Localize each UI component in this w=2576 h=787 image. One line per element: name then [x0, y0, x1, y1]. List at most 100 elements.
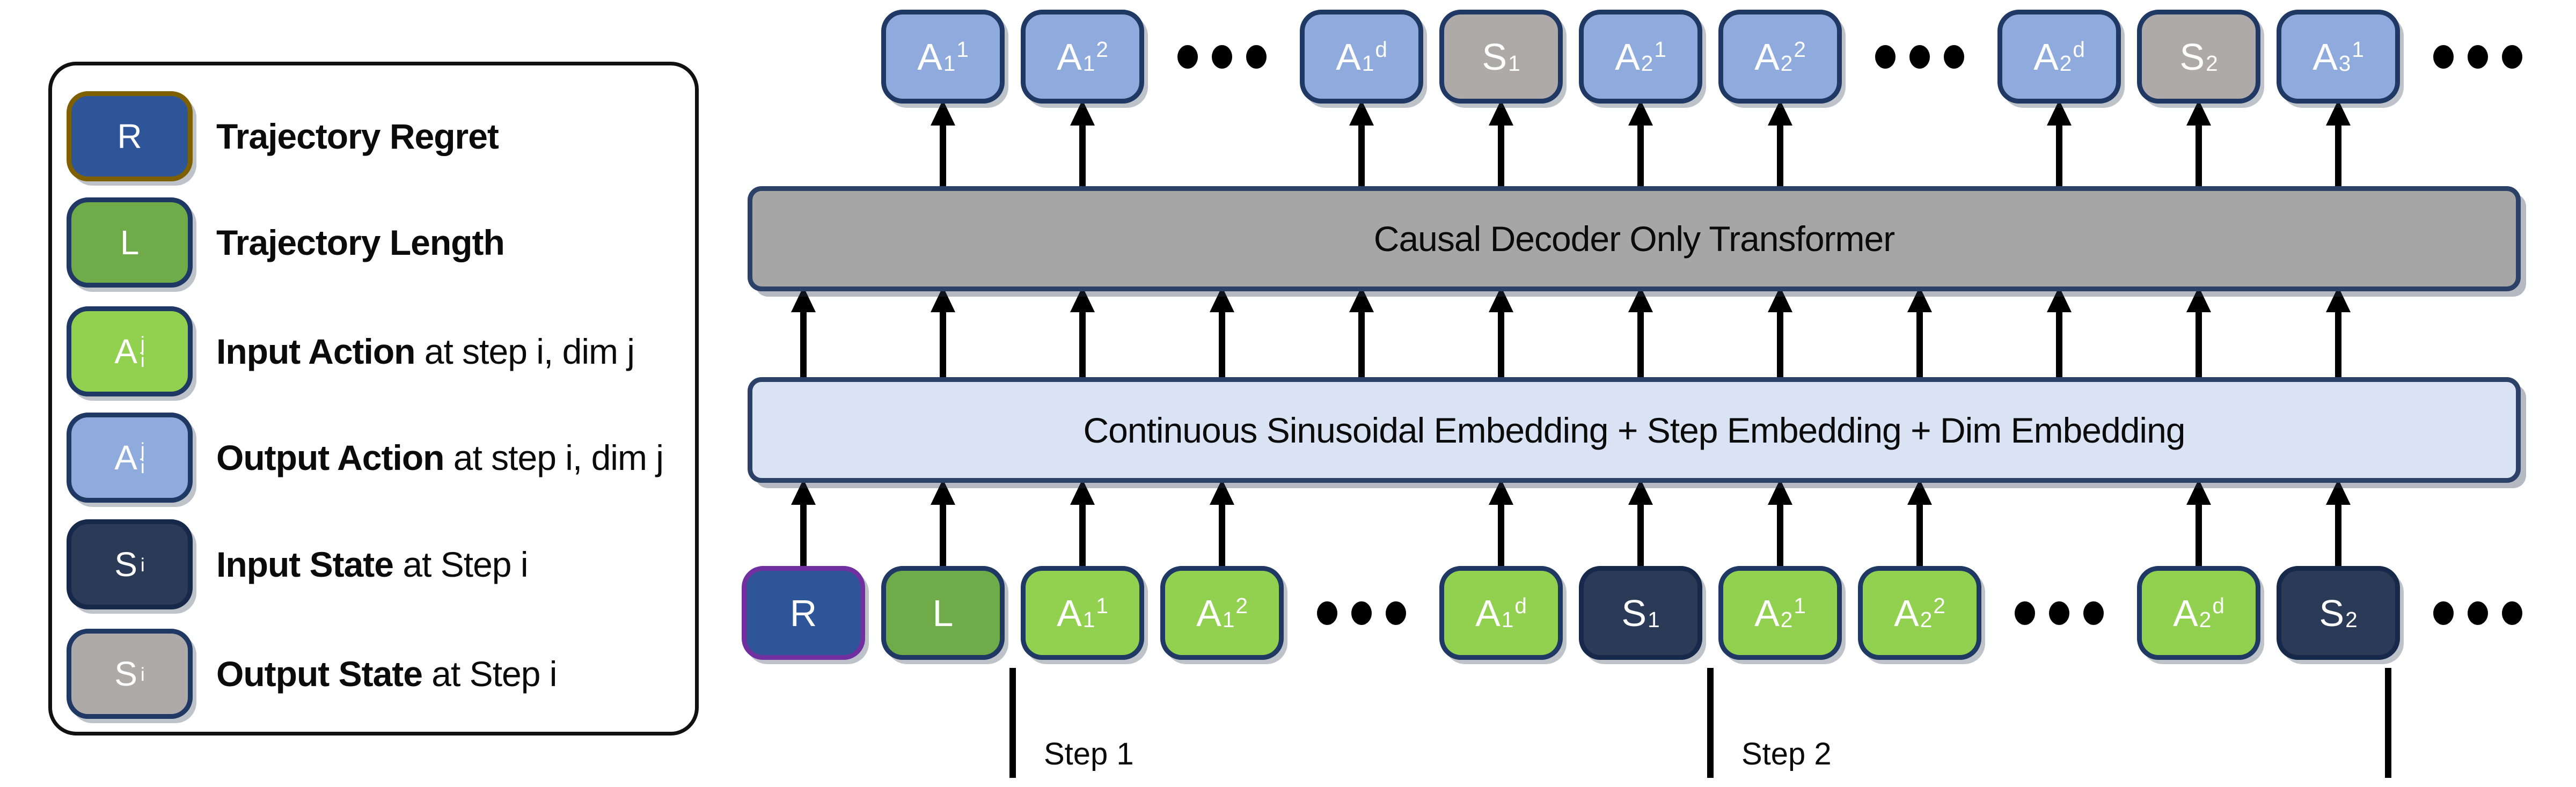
- dot-icon: [1177, 45, 1198, 69]
- up-arrow-icon: [1210, 479, 1234, 568]
- token-base: A: [1754, 35, 1780, 78]
- token-superscript: 2: [1933, 593, 1945, 619]
- up-arrow-icon: [2326, 100, 2351, 189]
- token-subscript: 1: [1501, 607, 1514, 632]
- token-base: A: [917, 35, 942, 78]
- legend-item-length: L Trajectory Length: [67, 197, 505, 288]
- token-subscript: i: [140, 554, 145, 576]
- transformer-bar-label: Causal Decoder Only Transformer: [1373, 219, 1895, 259]
- token-superscript: 2: [1096, 37, 1108, 62]
- arrow-shaft: [1219, 305, 1225, 380]
- token-base: L: [120, 223, 140, 262]
- dot-icon: [2502, 601, 2522, 625]
- up-arrow-icon: [931, 100, 955, 189]
- token-subscript: i: [140, 664, 145, 685]
- arrow-shaft: [1079, 497, 1086, 568]
- token-subscript: 1: [1222, 607, 1235, 632]
- token-subscript: 2: [2059, 50, 2072, 76]
- up-arrow-icon: [1210, 286, 1234, 380]
- up-arrow-icon: [791, 286, 816, 380]
- arrow-shaft: [800, 497, 807, 568]
- token-superscript: 1: [1794, 593, 1806, 619]
- token-base: A: [1336, 35, 1361, 78]
- token-subscript: 2: [2206, 50, 2218, 76]
- step-label: Step 2: [1741, 737, 1832, 771]
- token-base: L: [932, 592, 954, 634]
- token-subscript: 1: [1648, 607, 1660, 632]
- token-base: A: [1615, 35, 1640, 78]
- token-subscript: 2: [1920, 607, 1933, 632]
- token-base: S: [2179, 35, 2205, 78]
- token-base: A: [1894, 592, 1919, 634]
- token-subscript: 1: [943, 50, 956, 76]
- legend-item-description: Trajectory Length: [216, 222, 505, 263]
- bottom-ellipsis-dots-icon: [2015, 601, 2104, 625]
- dot-icon: [2049, 601, 2069, 625]
- token-subscript: 2: [1641, 50, 1653, 76]
- up-arrow-icon: [1070, 100, 1095, 189]
- up-arrow-icon: [2326, 479, 2351, 568]
- token-sub-sup-stack: i: [140, 664, 145, 685]
- dot-icon: [2468, 601, 2488, 625]
- up-arrow-icon: [1768, 100, 1792, 189]
- token-subscript: 3: [2338, 50, 2351, 76]
- token-base: A: [2173, 592, 2198, 634]
- legend-item-term: Input Action: [216, 332, 415, 371]
- arrow-shaft: [940, 118, 946, 189]
- token-superscript: j: [140, 333, 145, 354]
- arrow-shaft: [1358, 118, 1365, 189]
- up-arrow-icon: [1070, 286, 1095, 380]
- token-base: A: [1057, 592, 1082, 634]
- arrow-shaft: [1916, 305, 1923, 380]
- dot-icon: [1351, 601, 1372, 625]
- up-arrow-icon: [2186, 286, 2211, 380]
- arrow-shaft: [1079, 305, 1086, 380]
- arrow-shaft: [1777, 118, 1783, 189]
- token-subscript: 2: [1780, 607, 1793, 632]
- token-subscript: 2: [2345, 607, 2358, 632]
- token-base: S: [1621, 592, 1647, 634]
- step-divider-tick: [1707, 668, 1714, 778]
- dot-icon: [2083, 601, 2104, 625]
- up-arrow-icon: [1768, 286, 1792, 380]
- up-arrow-icon: [2326, 286, 2351, 380]
- arrow-shaft: [2056, 305, 2062, 380]
- up-arrow-icon: [1349, 100, 1374, 189]
- token-base: S: [2319, 592, 2345, 634]
- legend-item-description: Trajectory Regret: [216, 116, 499, 157]
- dot-icon: [1317, 601, 1337, 625]
- dot-icon: [2433, 601, 2454, 625]
- up-arrow-icon: [1768, 479, 1792, 568]
- dot-icon: [1212, 45, 1232, 69]
- up-arrow-icon: [1349, 286, 1374, 380]
- token-base: A: [1196, 592, 1221, 634]
- up-arrow-icon: [1907, 479, 1932, 568]
- dot-icon: [1909, 45, 1930, 69]
- legend-item-term: Output State: [216, 654, 423, 694]
- token-superscript: 1: [956, 37, 969, 62]
- up-arrow-icon: [1907, 286, 1932, 380]
- arrow-shaft: [1637, 118, 1644, 189]
- token-subscript: 1: [1362, 50, 1374, 76]
- arrow-shaft: [1498, 305, 1504, 380]
- bottom-ellipsis-dots-icon: [1317, 601, 1406, 625]
- up-arrow-icon: [2186, 100, 2211, 189]
- dot-icon: [1944, 45, 1964, 69]
